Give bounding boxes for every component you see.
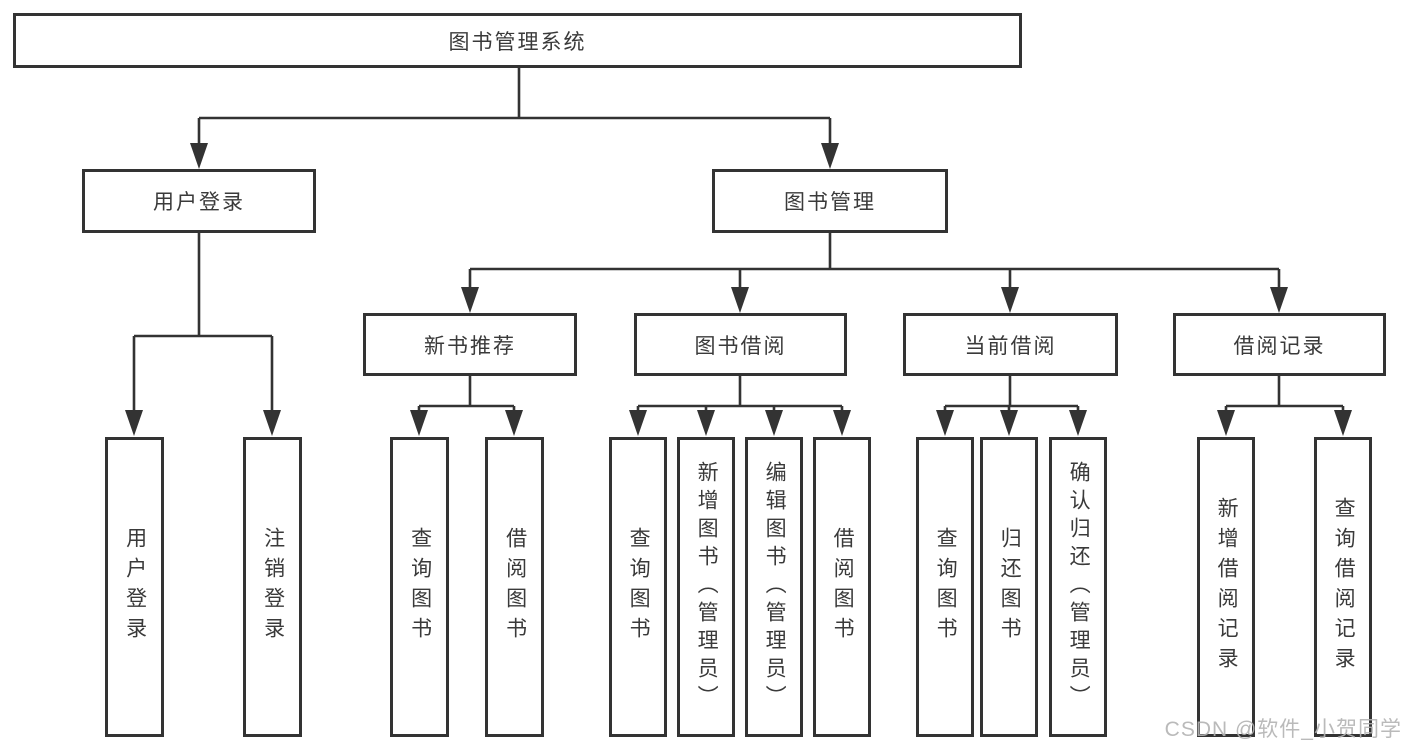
node-new-book-recommend: 新书推荐 xyxy=(363,313,577,376)
node-borrow-records-label: 借阅记录 xyxy=(1233,334,1326,358)
leaf-query-books-current-label: 查询图书 xyxy=(934,527,958,647)
node-book-management: 图书管理 xyxy=(712,169,948,233)
leaf-return-books-label: 归还图书 xyxy=(998,527,1022,647)
leaf-edit-books-admin: 编辑图书（管理员） xyxy=(745,437,803,737)
node-new-book-recommend-label: 新书推荐 xyxy=(424,334,516,358)
leaf-add-books-admin-label: 新增图书（管理员） xyxy=(695,461,719,713)
leaf-logout-login-label: 注销登录 xyxy=(261,527,285,647)
leaf-query-borrow-record: 查询借阅记录 xyxy=(1314,437,1372,737)
leaf-borrow-books-recommend-label: 借阅图书 xyxy=(503,527,527,647)
leaf-add-borrow-record: 新增借阅记录 xyxy=(1197,437,1255,737)
node-book-management-label: 图书管理 xyxy=(784,191,876,214)
node-borrow-records: 借阅记录 xyxy=(1173,313,1386,376)
node-book-borrow: 图书借阅 xyxy=(634,313,847,376)
leaf-add-borrow-record-label: 新增借阅记录 xyxy=(1215,497,1239,677)
leaf-query-books-recommend: 查询图书 xyxy=(390,437,449,737)
arrowheads xyxy=(125,143,1352,436)
leaf-query-borrow-record-label: 查询借阅记录 xyxy=(1332,497,1356,677)
node-library-system: 图书管理系统 xyxy=(13,13,1022,68)
node-current-borrow: 当前借阅 xyxy=(903,313,1118,376)
leaf-borrow-books-recommend: 借阅图书 xyxy=(485,437,544,737)
leaf-query-books-borrow-label: 查询图书 xyxy=(627,527,651,647)
leaf-confirm-return-admin-label: 确认归还（管理员） xyxy=(1067,461,1091,713)
leaf-query-books-current: 查询图书 xyxy=(916,437,974,737)
leaf-confirm-return-admin: 确认归还（管理员） xyxy=(1049,437,1107,737)
leaf-borrow-books-label: 借阅图书 xyxy=(831,527,855,647)
leaf-query-books-borrow: 查询图书 xyxy=(609,437,667,737)
leaf-borrow-books: 借阅图书 xyxy=(813,437,871,737)
leaf-query-books-recommend-label: 查询图书 xyxy=(408,527,432,647)
node-current-borrow-label: 当前借阅 xyxy=(964,334,1057,358)
node-user-login: 用户登录 xyxy=(82,169,316,233)
leaf-user-login-label: 用户登录 xyxy=(123,527,147,647)
leaf-edit-books-admin-label: 编辑图书（管理员） xyxy=(763,461,787,713)
leaf-return-books: 归还图书 xyxy=(980,437,1038,737)
node-user-login-label: 用户登录 xyxy=(153,191,245,214)
node-book-borrow-label: 图书借阅 xyxy=(694,334,787,358)
leaf-add-books-admin: 新增图书（管理员） xyxy=(677,437,735,737)
leaf-logout-login: 注销登录 xyxy=(243,437,302,737)
leaf-user-login: 用户登录 xyxy=(105,437,164,737)
csdn-watermark: CSDN @软件_小贺同学 xyxy=(1164,718,1402,741)
node-library-system-label: 图书管理系统 xyxy=(448,30,587,54)
